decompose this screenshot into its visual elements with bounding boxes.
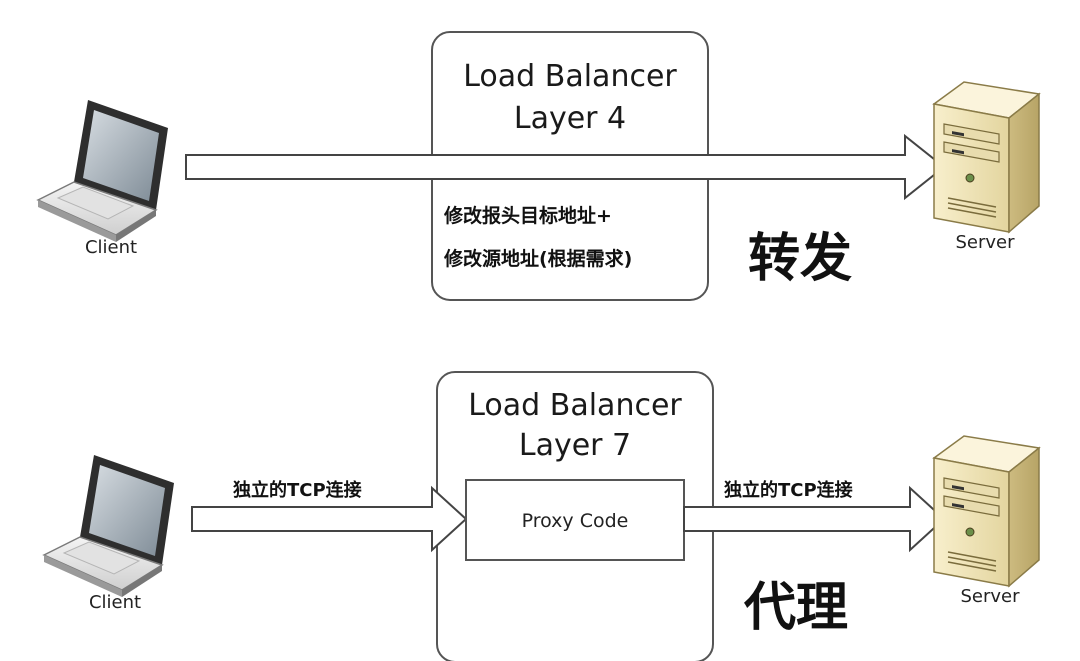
layer7-title-line1: Load Balancer: [468, 388, 682, 423]
layer4-title-line1: Load Balancer: [463, 59, 677, 94]
proxy-code-box: [465, 479, 685, 561]
server-tower-icon: [933, 81, 1040, 233]
layer7-right-connection-label: 独立的TCP连接: [724, 479, 853, 501]
layer7-right-arrow: [683, 485, 946, 553]
layer4-note-line1: 修改报头目标地址+: [443, 204, 612, 227]
layer7-left-connection-label: 独立的TCP连接: [233, 479, 362, 501]
layer4-server-label: Server: [955, 232, 1015, 253]
layer7-section: Load Balancer Layer 7 Proxy Code 独立的TCP连…: [43, 371, 1040, 661]
layer7-client-label: Client: [89, 592, 141, 613]
layer4-forward-arrow: [185, 133, 946, 201]
layer4-title-line2: Layer 4: [514, 101, 626, 136]
layer7-mode-label: 代理: [743, 578, 848, 638]
layer4-client-label: Client: [85, 237, 137, 258]
proxy-code-label: Proxy Code: [522, 510, 629, 532]
layer4-mode-label: 转发: [748, 229, 852, 289]
layer7-server-label: Server: [960, 586, 1020, 607]
client-laptop-icon: [43, 454, 175, 598]
layer7-title-line2: Layer 7: [519, 428, 631, 463]
client-laptop-icon: [37, 99, 169, 243]
layer4-note-line2: 修改源地址(根据需求): [443, 247, 632, 270]
layer7-left-arrow: [191, 485, 468, 553]
layer4-section: Load Balancer Layer 4 修改报头目标地址+ 修改源地址(根据…: [37, 31, 1040, 301]
server-tower-icon: [933, 435, 1040, 587]
